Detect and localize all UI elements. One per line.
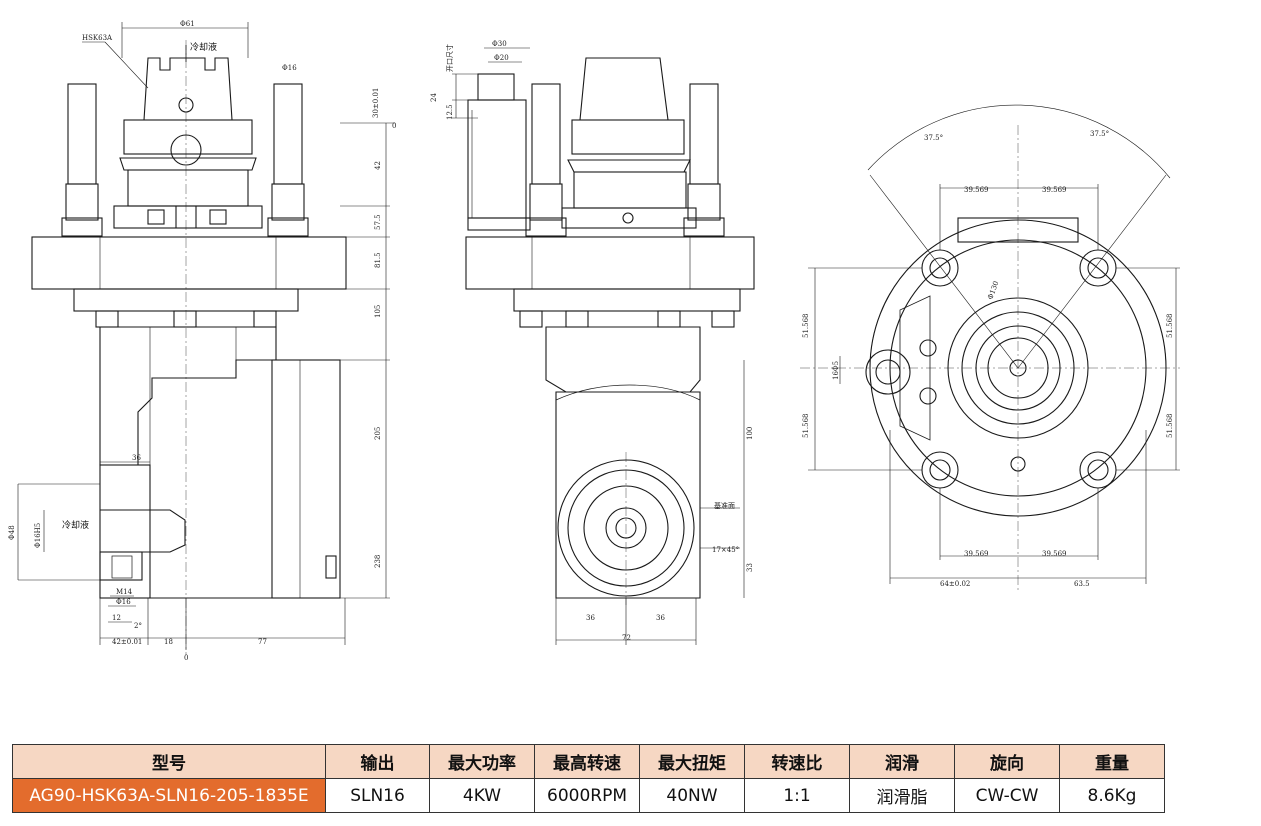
datum-label: 基准面 [714, 501, 735, 510]
spec-header-row: 型号 输出 最大功率 最高转速 最大扭矩 转速比 润滑 旋向 重量 [12, 744, 1165, 779]
value-lubrication: 润滑脂 [849, 778, 955, 813]
dim-v2: 51.568 [802, 414, 810, 439]
header-torque: 最大扭矩 [639, 744, 745, 779]
dim-w12: 12 [112, 614, 121, 622]
dim-d20-mid: Φ20 [494, 54, 509, 62]
technical-drawing: Φ61 HSK63A 冷却液 Φ16 0 30±0.01 42 57.5 81.… [8, 20, 1180, 662]
header-weight: 重量 [1059, 744, 1165, 779]
dim-d61: Φ61 [180, 20, 195, 28]
dim-h57-5: 57.5 [374, 214, 382, 230]
dim-h105: 105 [374, 305, 382, 318]
dim-h12-5: 12.5 [446, 104, 454, 120]
dim-ang-a: 37.5° [924, 134, 943, 142]
value-ratio: 1:1 [744, 778, 850, 813]
value-speed: 6000RPM [534, 778, 640, 813]
header-lubrication: 润滑 [849, 744, 955, 779]
dim-w36-a: 36 [586, 614, 595, 622]
value-output: SLN16 [325, 778, 430, 813]
dim-w42: 42±0.01 [112, 638, 142, 646]
dim-c3: 39.569 [964, 550, 989, 558]
dim-h205: 205 [374, 427, 382, 440]
front-view [17, 22, 395, 655]
dim-w63-5: 63.5 [1074, 580, 1090, 588]
hsk-label: HSK63A [82, 34, 113, 42]
header-power: 最大功率 [429, 744, 535, 779]
value-power: 4KW [429, 778, 535, 813]
value-weight: 8.6Kg [1059, 778, 1165, 813]
header-output: 输出 [325, 744, 430, 779]
dim-w72: 72 [622, 634, 631, 642]
dim-w18: 18 [164, 638, 173, 646]
dim-d16-bottom: Φ16 [116, 598, 131, 606]
dim-c1: 39.569 [964, 186, 989, 194]
dim-zero-top: 0 [392, 122, 396, 130]
dim-ang-b: 37.5° [1090, 130, 1109, 138]
chamfer-label: 17×45° [712, 546, 739, 554]
dim-h16: 16Φ5 [832, 361, 840, 380]
coolant-label-top: 冷却液 [190, 41, 217, 53]
dim-h30: 30±0.01 [372, 88, 380, 118]
coolant-label-side: 冷却液 [62, 519, 89, 531]
dim-d48: Φ48 [8, 525, 16, 540]
dim-h238: 238 [374, 555, 382, 568]
dim-ang2: 2° [134, 622, 142, 630]
dim-c4: 39.569 [1042, 550, 1067, 558]
dim-w36-b: 36 [656, 614, 665, 622]
spec-table: 型号 输出 最大功率 最高转速 最大扭矩 转速比 润滑 旋向 重量 AG90-H… [12, 744, 1165, 813]
dim-m14: M14 [116, 588, 133, 596]
dim-zero-bottom: 0 [184, 654, 188, 662]
value-torque: 40NW [639, 778, 745, 813]
dim-h42: 42 [374, 161, 382, 170]
header-ratio: 转速比 [744, 744, 850, 779]
dim-h24: 24 [430, 93, 438, 102]
bottom-view [800, 104, 1180, 590]
dim-open-width: 开口尺寸 [445, 44, 454, 72]
dim-h33: 33 [746, 563, 754, 572]
dim-d16h5: Φ16H5 [34, 523, 42, 548]
header-speed: 最高转速 [534, 744, 640, 779]
dim-w77: 77 [258, 638, 267, 646]
dim-d130: Φ130 [986, 280, 1000, 301]
dim-c2: 39.569 [1042, 186, 1067, 194]
dim-v3: 51.568 [1166, 314, 1174, 339]
side-view [452, 47, 755, 645]
dim-w36-left: 36 [132, 454, 141, 462]
dim-w64: 64±0.02 [940, 580, 970, 588]
dim-v4: 51.568 [1166, 414, 1174, 439]
dim-h81-5: 81.5 [374, 252, 382, 268]
dim-d30-mid: Φ30 [492, 40, 507, 48]
value-model: AG90-HSK63A-SLN16-205-1835E [12, 778, 326, 813]
dim-h100: 100 [746, 427, 754, 440]
dim-d16-top: Φ16 [282, 64, 297, 72]
spec-value-row: AG90-HSK63A-SLN16-205-1835E SLN16 4KW 60… [12, 778, 1165, 813]
value-rotation: CW-CW [954, 778, 1060, 813]
dim-v1: 51.568 [802, 314, 810, 339]
header-rotation: 旋向 [954, 744, 1060, 779]
header-model: 型号 [12, 744, 326, 779]
